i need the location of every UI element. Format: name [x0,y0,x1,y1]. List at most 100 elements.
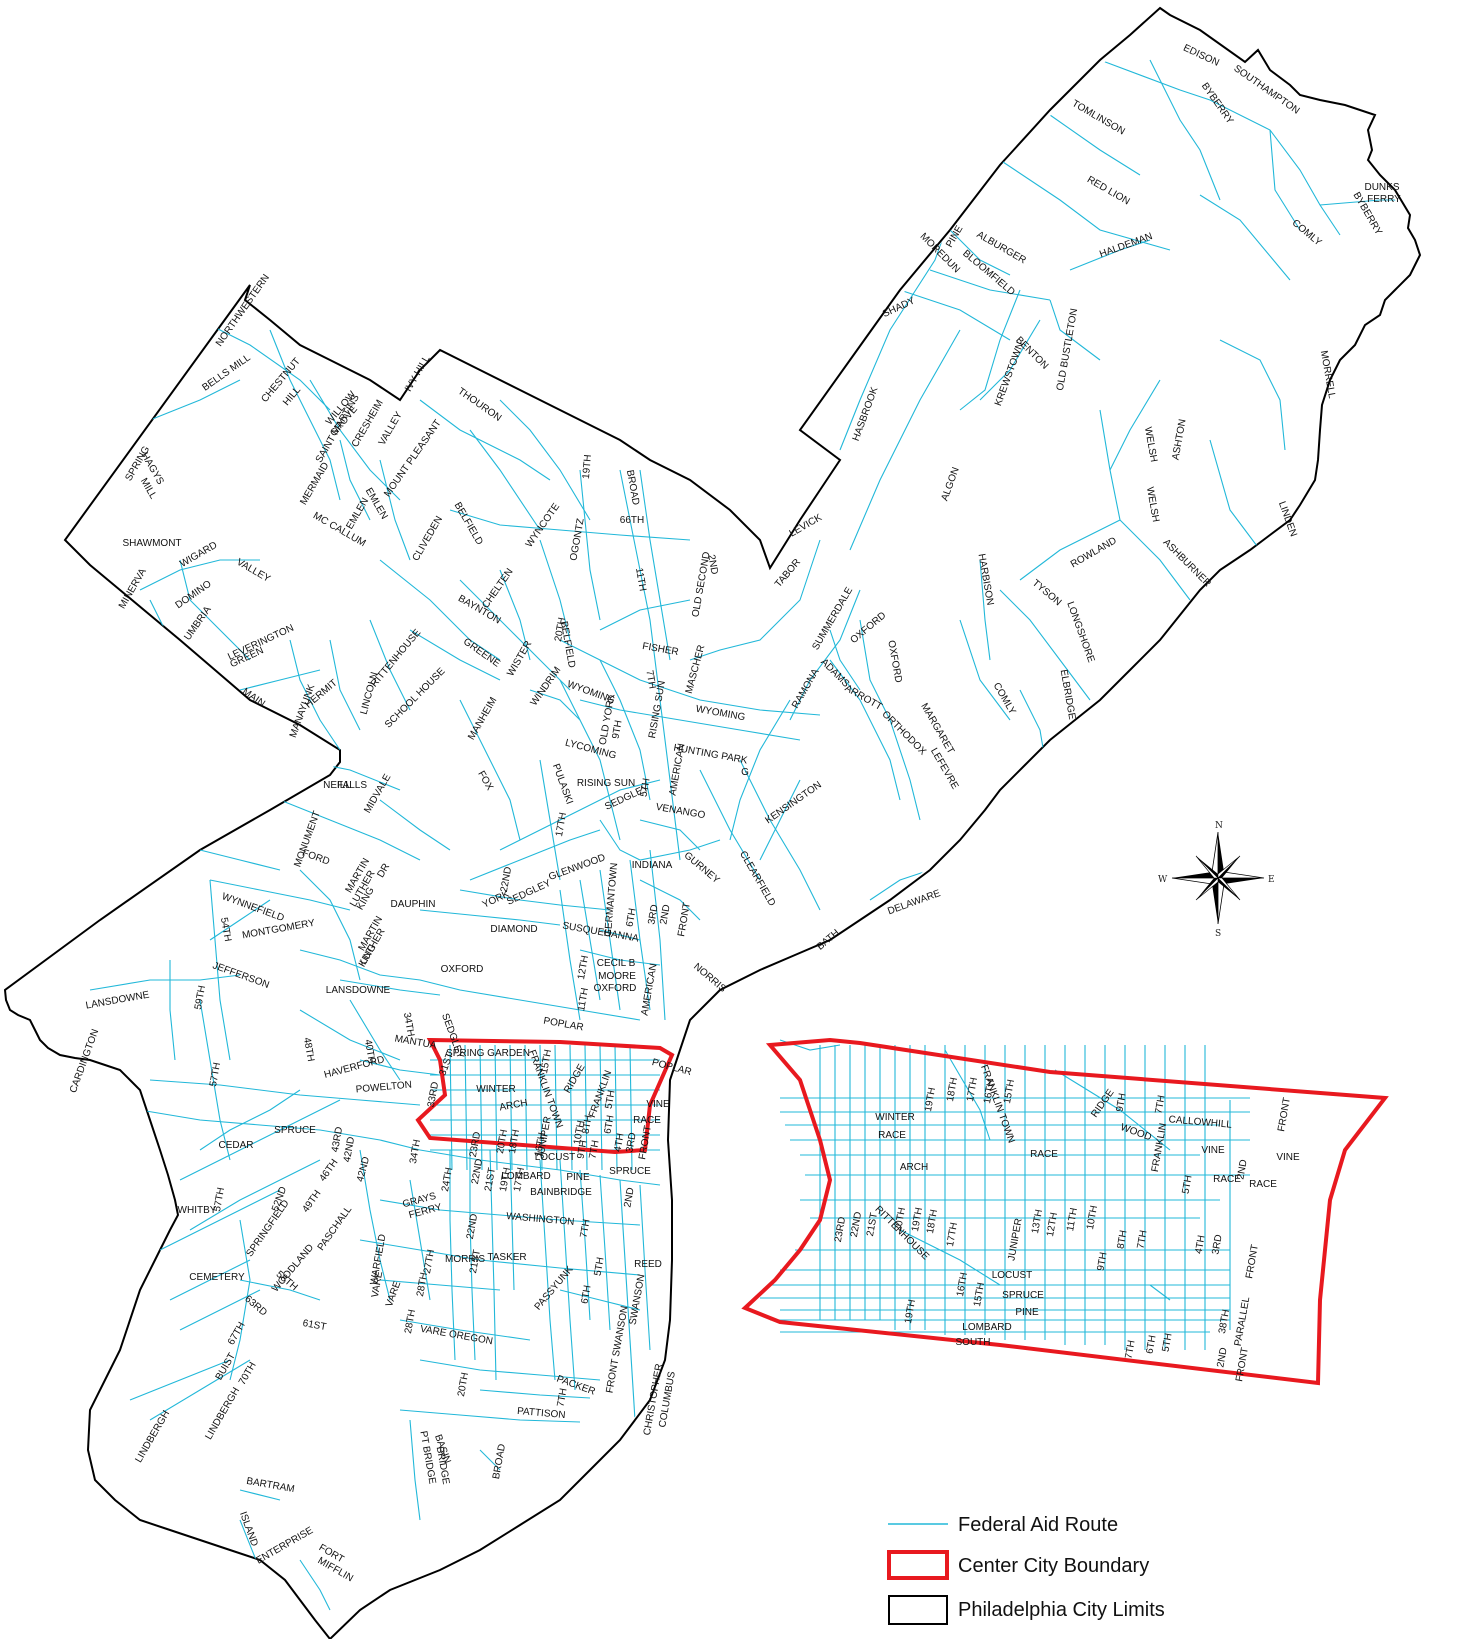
inset-street-label-arch: ARCH [900,1162,928,1173]
inset-street-label-winter: WINTER [875,1112,914,1123]
street-label-tomlinson: TOMLINSON [1070,98,1127,137]
street-label-dauphin: DAUPHIN [390,899,435,910]
street-label-s2nd: 2ND [658,904,672,926]
street-label-windrim: WINDRIM [529,665,564,708]
street-label-vare2: VARE [384,1280,404,1309]
inset-street-label-s4th: 4TH [1193,1234,1207,1255]
inset-street-label-s3rd: 3RD [1210,1234,1224,1256]
street-label-s19th: 19TH [581,454,594,479]
street-label-ramona: RAMONA [790,667,822,711]
street-labels: EDISONSOUTHAMPTONBYBERRYTOMLINSONDUNKSFE… [68,43,1401,1585]
street-label-s22nd2: 22ND [470,1158,485,1185]
street-label-krewstown: KREWSTOWN [993,341,1026,408]
street-label-paschall: PASCHALL [316,1204,355,1253]
street-label-s7th3: 7TH [578,1218,592,1239]
street-label-greene: GREENE [461,636,502,669]
red-box-icon [887,1550,949,1580]
street-label-tabor: TABOR [773,557,803,590]
map-legend: Federal Aid Route Center City Boundary P… [887,1514,1165,1625]
street-label-haverford: HAVERFORD [323,1054,386,1081]
street-label-thouron: THOURON [456,386,504,424]
inset-street-label-s16th: 16TH [982,1079,997,1105]
street-label-rising-sun2: RISING SUN [577,778,635,789]
street-label-comly: COMLY [1290,218,1324,249]
inset-street-label-s2nd2: 2ND [1215,1347,1229,1369]
street-label-locust: LOCUST [535,1152,576,1163]
inset-street-label-callowhill: CALLOWHILL [1168,1114,1233,1131]
street-label-s12th: 12TH [576,955,591,981]
street-label-bath: BATH [815,928,842,953]
legend-label-federal-aid-route: Federal Aid Route [958,1514,1118,1536]
inset-street-label-race: RACE [878,1130,906,1141]
street-label-s67th: 67TH [226,1320,248,1347]
street-label-fisher: FISHER [641,641,679,658]
street-label-swanson: SWANSON [628,1273,648,1325]
street-label-lansdowne2: LANSDOWNE [326,985,391,996]
street-label-s42nd: 42ND [342,1136,357,1163]
street-label-s6th2: 6TH [579,1284,593,1305]
street-label-cecil-b: CECIL B [597,958,636,969]
street-label-s20th3: 20TH [456,1372,471,1398]
compass-n: N [1215,821,1223,831]
street-label-oxford-ne2: OXFORD [885,640,903,684]
street-label-midvale: MIDVALE [362,772,393,815]
street-label-s59th: 59TH [193,985,208,1011]
inset-street-label-s18th2: 18TH [925,1209,940,1235]
street-label-winter: WINTER [476,1084,515,1095]
street-label-longshore: LONGSHORE [1064,600,1096,664]
inset-street-label-s23rd: 23RD [833,1216,848,1243]
inset-street-label-south: SOUTH [956,1337,991,1348]
street-label-bartram: BARTRAM [245,1476,295,1495]
street-label-ford: FORD [301,848,331,868]
street-label-lansdowne: LANSDOWNE [85,989,151,1011]
street-label-old-second: OLD SECOND [690,551,712,618]
street-label-spruce2: SPRUCE [609,1166,651,1177]
inset-street-label-s15th: 15TH [1002,1079,1017,1105]
inset-street-label-s10th: 10TH [1085,1205,1100,1231]
street-label-manayunk: MANAYUNK [288,683,318,740]
street-label-american2: AMERICAN [640,963,660,1017]
street-label-vare-oregon: VARE OREGON [419,1324,494,1348]
center-city-inset [741,1037,1389,1386]
inset-street-label-s7th2: 7TH [1135,1229,1149,1250]
inset-street-label-s11th: 11TH [1065,1207,1080,1232]
inset-street-label-s19th2: 19TH [910,1207,925,1233]
street-label-algon: ALGON [939,466,961,503]
inset-street-label-pine: PINE [1015,1307,1039,1318]
street-label-ogontz: OGONTZ [568,518,586,562]
street-label-mermaid: MERMAID [298,461,331,507]
street-label-s22nd: 22ND [499,866,514,893]
street-label-oxford: OXFORD [441,964,484,975]
street-label-powelton: POWELTON [355,1080,412,1096]
inset-street-label-s19th3: 19TH [903,1299,918,1325]
street-label-vine: VINE [646,1099,670,1110]
street-label-dr: DR [375,862,392,880]
inset-street-label-s18th: 18TH [945,1077,960,1103]
inset-street-label-s5th2: 5TH [1160,1332,1174,1353]
street-label-race: RACE [633,1115,661,1126]
street-label-s43rd: 43RD [330,1126,345,1153]
street-label-linden: LINDEN [1276,500,1299,538]
street-label-s28th2: 28TH [403,1309,418,1335]
street-label-mantua: MANTUA [394,1033,438,1051]
inset-street-label-s17th2: 17TH [945,1222,960,1248]
street-label-byberry: BYBERRY [1199,81,1236,127]
inset-street-label-ridge: RIDGE [1089,1087,1116,1120]
street-label-s5th2: 5TH [603,1089,617,1110]
street-label-s10th: 10TH [572,1120,587,1146]
federal-aid-routes [89,59,1410,1611]
street-label-levick: LEVICK [788,512,825,539]
street-label-s7th2: 7TH [587,1139,601,1160]
street-label-chelten: CHELTEN [480,567,515,611]
inset-street-label-juniper: JUNIPER [1006,1218,1024,1262]
street-label-neill: NEILL [323,780,351,791]
street-label-rowland: ROWLAND [1069,535,1119,570]
compass-rose-icon: N S E W [1158,821,1275,939]
street-label-s34th: 34TH [401,1012,416,1038]
street-label-washington: WASHINGTON [506,1211,575,1228]
inset-street-label-parallel: PARALLEL [1233,1296,1253,1347]
inset-street-label-vine2: VINE [1276,1152,1300,1163]
street-label-spruce: SPRUCE [274,1125,316,1136]
street-label-ivy-hill: IVY HILL [403,353,433,393]
